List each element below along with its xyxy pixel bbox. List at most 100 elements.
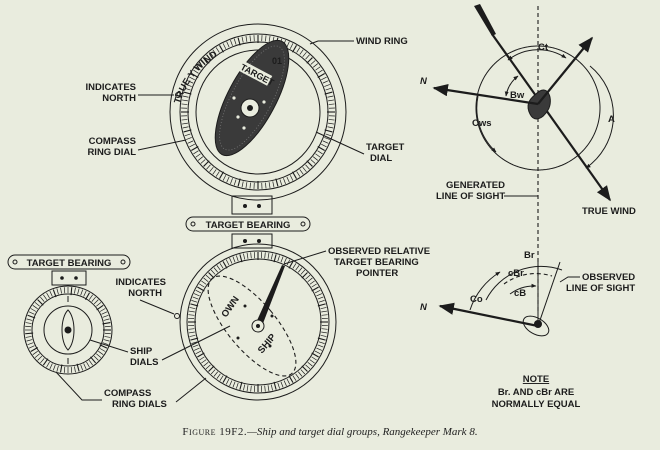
target-course-arrow <box>537 36 593 105</box>
target-dial-label-line2: DIAL <box>370 153 392 164</box>
pill-dot <box>190 221 196 227</box>
tick-mark <box>315 66 321 71</box>
tick-mark <box>320 334 327 337</box>
br-label: Br <box>524 250 535 261</box>
ct-label: Ct <box>538 42 549 53</box>
vector-diagram-top: Ct Bw Cws A TRUE WIND N GENERATED LINE O… <box>420 4 636 312</box>
tick-mark <box>205 364 211 370</box>
target-label-box <box>235 59 273 86</box>
tick-mark <box>310 159 316 164</box>
small-target-bearing-label: TARGET BEARING <box>27 258 112 269</box>
tick-mark <box>237 178 241 187</box>
tick-mark <box>322 140 329 144</box>
tick-mark <box>264 385 266 392</box>
tick-mark <box>103 339 110 342</box>
tick-mark <box>279 179 283 186</box>
tick-mark <box>32 305 38 310</box>
tick-mark <box>205 274 211 280</box>
tick-mark <box>311 352 319 358</box>
tick-mark <box>183 91 192 95</box>
tick-mark <box>219 45 224 53</box>
tick-mark <box>195 66 201 71</box>
tick-mark <box>226 176 230 183</box>
tick-mark <box>91 296 96 302</box>
tick-mark <box>245 35 248 42</box>
tick-mark <box>185 84 192 87</box>
tick-mark <box>292 45 297 53</box>
tick-mark <box>102 342 109 346</box>
tick-mark <box>195 289 202 294</box>
tick-mark <box>222 175 227 181</box>
tick-mark <box>192 344 199 348</box>
tick-mark <box>280 256 284 263</box>
tick-mark <box>85 292 90 300</box>
tick-mark <box>195 350 202 355</box>
tick-mark <box>80 289 84 296</box>
tick-mark <box>206 164 211 170</box>
bottom-dial-group: OWN SHIP OBSERVED RELATIVE TARGET BEARIN… <box>116 233 430 401</box>
tick-mark <box>189 334 196 337</box>
bottom-outer-ring <box>179 243 337 401</box>
tick-mark <box>102 314 109 318</box>
tick-mark <box>307 362 313 367</box>
pill-dot <box>300 221 306 227</box>
tick-mark <box>311 356 317 361</box>
tick-mark <box>195 153 201 158</box>
tick-mark <box>233 38 237 45</box>
tick-mark <box>30 347 38 352</box>
observed-pointer-line3: POINTER <box>356 268 398 279</box>
tick-mark <box>191 300 198 303</box>
tick-mark <box>43 294 48 300</box>
tick-mark <box>219 375 224 381</box>
indicates-north-bottom-leader <box>139 299 175 315</box>
ship-label: SHIP <box>256 331 279 356</box>
tick-mark <box>201 280 207 285</box>
tick-mark <box>249 182 251 189</box>
compass-ring-ticks <box>181 35 335 189</box>
tick-mark <box>301 365 308 372</box>
pointer-hub-center <box>256 324 260 328</box>
tick-mark <box>197 63 204 68</box>
target-bearing-pill <box>185 216 311 232</box>
relative-bearing-pointer <box>255 265 285 326</box>
bracket-bottom <box>231 233 273 249</box>
tick-mark <box>34 302 40 307</box>
a-label: A <box>608 114 615 125</box>
tick-mark <box>46 292 50 299</box>
small-dial-group: TARGET BEARING SHIP DIALS COMPASS RING D… <box>7 254 231 410</box>
tick-mark <box>208 365 215 372</box>
ship-dials-leader-a <box>89 339 129 353</box>
tick-mark <box>321 328 328 330</box>
wind-ring-label: WIND RING <box>356 36 408 47</box>
tick-mark <box>181 103 188 105</box>
figure-caption: Figure 19F2.—Ship and target dial groups… <box>0 426 660 438</box>
tick-mark <box>306 160 313 167</box>
tick-mark <box>216 373 221 379</box>
compass-ring-dials-leader-b <box>175 377 207 403</box>
target-bearing-label: TARGET BEARING <box>206 220 291 231</box>
scale-mark: 01 <box>272 56 282 66</box>
tick-mark <box>203 160 210 167</box>
tick-mark <box>229 380 233 387</box>
tick-mark <box>199 283 205 288</box>
tick-mark <box>222 375 228 383</box>
hub-center <box>247 105 253 111</box>
co-label: Co <box>470 294 483 305</box>
wind-arrow-tail <box>474 4 496 36</box>
tick-mark <box>184 87 191 91</box>
tick-mark <box>296 47 301 53</box>
tick-mark <box>74 287 76 294</box>
tick-mark <box>34 353 40 358</box>
tick-mark <box>185 137 192 140</box>
tick-mark <box>316 293 323 297</box>
tick-mark <box>203 362 209 367</box>
compass-ring-leader <box>137 139 187 151</box>
tick-mark <box>225 259 230 266</box>
tick-mark <box>189 143 195 148</box>
a-arc <box>585 65 614 169</box>
tick-mark <box>283 380 287 387</box>
tick-mark <box>28 311 35 315</box>
tick-mark <box>265 35 267 42</box>
tick-mark <box>318 341 325 344</box>
tick-mark <box>283 257 287 264</box>
